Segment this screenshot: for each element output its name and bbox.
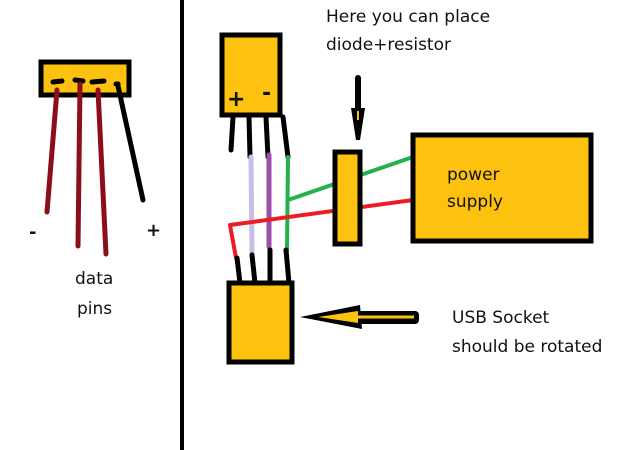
usb-note-line1: USB Socket — [452, 308, 550, 328]
annotation-line1: Here you can place — [326, 7, 490, 27]
top-connector-pins — [228, 114, 291, 160]
top-connector-minus: - — [262, 81, 271, 106]
left-minus-label: - — [29, 222, 36, 243]
wire-green — [285, 155, 290, 252]
left-plus-label: + — [146, 220, 161, 241]
left-wire-data-2 — [95, 87, 109, 257]
data-pins-label-line2: pins — [77, 299, 112, 319]
diode-resistor-slot — [332, 149, 363, 247]
usb-note-line2: should be rotated — [452, 337, 602, 357]
top-connector-group: + - — [219, 32, 291, 160]
left-wire-data-1 — [75, 81, 83, 249]
wire-lavender — [248, 154, 255, 258]
top-connector-plus: + — [227, 87, 245, 112]
down-arrow-icon — [351, 75, 365, 140]
data-pins-label-line1: data — [75, 269, 113, 289]
power-supply-box — [410, 132, 594, 244]
left-connector-group: - + data pins — [29, 59, 161, 319]
power-supply-label-line1: power — [447, 165, 500, 185]
annotation-line2: diode+resistor — [326, 35, 451, 55]
top-connector-body — [219, 32, 283, 118]
usb-socket-box — [226, 280, 295, 365]
left-connector-body — [38, 59, 132, 98]
power-supply-label-line2: supply — [447, 192, 503, 212]
wire-red — [228, 198, 415, 260]
left-wire-minus — [44, 87, 60, 215]
usb-socket-pins — [234, 247, 292, 286]
left-wire-plus — [115, 83, 146, 203]
left-arrow-icon — [300, 305, 419, 329]
